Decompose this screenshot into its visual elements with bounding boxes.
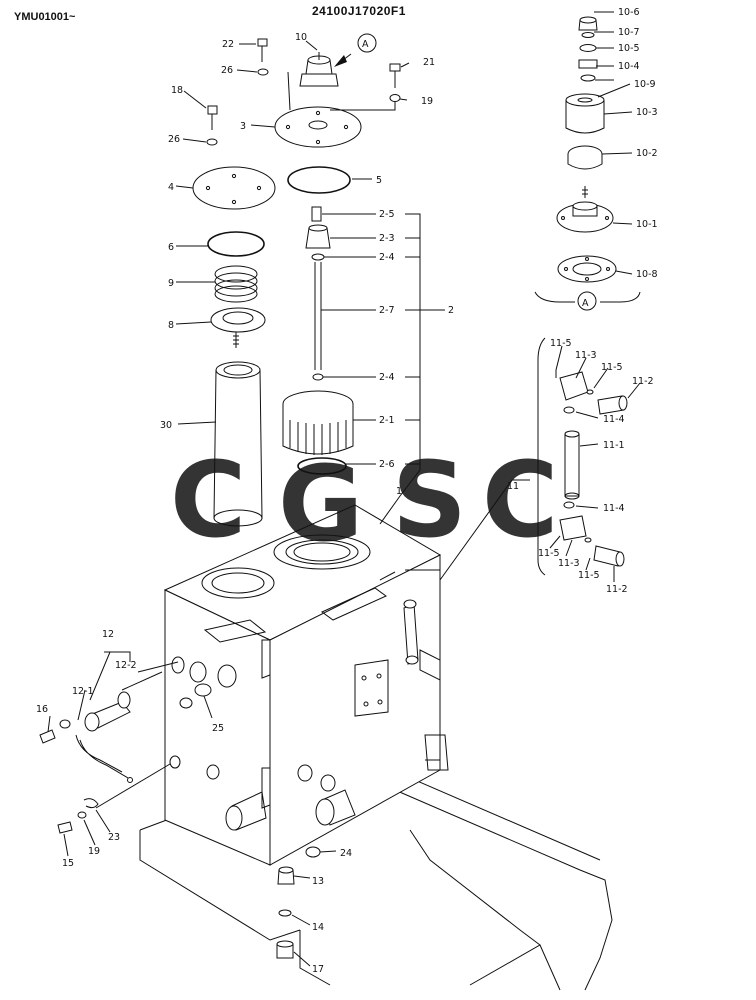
label-9: 9 bbox=[168, 278, 174, 289]
label-11-5d: 11-5 bbox=[578, 570, 600, 581]
label-10-7: 10-7 bbox=[618, 27, 640, 38]
label-11-3a: 11-3 bbox=[575, 350, 597, 361]
label-17: 17 bbox=[312, 964, 324, 975]
label-16: 16 bbox=[36, 704, 48, 715]
label-13: 13 bbox=[312, 876, 324, 887]
label-12-2: 12-2 bbox=[115, 660, 137, 671]
label-26a: 26 bbox=[221, 65, 233, 76]
label-10: 10 bbox=[295, 32, 307, 43]
label-25: 25 bbox=[212, 723, 224, 734]
label-11-4b: 11-4 bbox=[603, 503, 625, 514]
label-5: 5 bbox=[376, 175, 382, 186]
drain-plug-parts bbox=[276, 846, 321, 959]
bolt-18 bbox=[207, 105, 218, 130]
label-11-2a: 11-2 bbox=[632, 376, 654, 387]
label-12-1: 12-1 bbox=[72, 686, 94, 697]
washer-19a bbox=[389, 94, 401, 102]
watermark-letter-c1: C bbox=[170, 439, 246, 561]
label-11-1: 11-1 bbox=[603, 440, 625, 451]
washer-26a bbox=[257, 68, 269, 76]
label-23: 23 bbox=[108, 832, 120, 843]
bolt-21 bbox=[389, 63, 401, 88]
watermark: C G S C bbox=[170, 439, 558, 565]
detail-a-callout: A A bbox=[334, 33, 589, 309]
tank-sight-gauge bbox=[403, 599, 419, 665]
washer-26b bbox=[206, 138, 218, 146]
label-22: 22 bbox=[222, 39, 234, 50]
label-2-4a: 2-4 bbox=[379, 252, 395, 263]
label-10-2: 10-2 bbox=[636, 148, 658, 159]
label-2-7: 2-7 bbox=[379, 305, 395, 316]
label-12: 12 bbox=[102, 629, 114, 640]
detail-a-caption: A bbox=[582, 298, 589, 309]
clamp-23 bbox=[57, 798, 99, 834]
label-1: 1 bbox=[396, 486, 402, 497]
valve-8 bbox=[210, 307, 266, 348]
part-labels: 22 10 21 26 19 18 3 26 4 5 6 9 8 30 2-5 … bbox=[36, 7, 658, 975]
label-10-3: 10-3 bbox=[636, 107, 658, 118]
label-11-5b: 11-5 bbox=[601, 362, 623, 373]
leader-lines bbox=[47, 11, 641, 967]
label-10-4: 10-4 bbox=[618, 61, 640, 72]
label-2-4b: 2-4 bbox=[379, 372, 395, 383]
watermark-letter-c2: C bbox=[482, 439, 558, 561]
level-gauge-11 bbox=[537, 337, 628, 576]
label-10-8: 10-8 bbox=[636, 269, 658, 280]
label-2-5: 2-5 bbox=[379, 209, 395, 220]
label-21: 21 bbox=[423, 57, 435, 68]
label-8: 8 bbox=[168, 320, 174, 331]
label-11-5c: 11-5 bbox=[538, 548, 560, 559]
label-24: 24 bbox=[340, 848, 352, 859]
label-2-6: 2-6 bbox=[379, 459, 395, 470]
label-10-5: 10-5 bbox=[618, 43, 640, 54]
model-code: YMU01001~ bbox=[14, 11, 76, 23]
label-11-2b: 11-2 bbox=[606, 584, 628, 595]
label-3: 3 bbox=[240, 121, 246, 132]
label-19b: 19 bbox=[88, 846, 100, 857]
hydraulic-tank bbox=[163, 504, 449, 866]
label-10-1: 10-1 bbox=[636, 219, 658, 230]
breather-10 bbox=[299, 52, 339, 87]
label-4: 4 bbox=[168, 182, 174, 193]
detail-a-breather bbox=[534, 16, 641, 311]
watermark-letter-g: G bbox=[278, 443, 363, 565]
label-11-5a: 11-5 bbox=[550, 338, 572, 349]
label-14: 14 bbox=[312, 922, 324, 933]
cover-plate-3 bbox=[274, 106, 362, 148]
label-10-9: 10-9 bbox=[634, 79, 656, 90]
label-15: 15 bbox=[62, 858, 74, 869]
label-30: 30 bbox=[160, 420, 172, 431]
label-11-4a: 11-4 bbox=[603, 414, 625, 425]
label-11-3b: 11-3 bbox=[558, 558, 580, 569]
detail-a-label: A bbox=[362, 39, 369, 50]
oring-6 bbox=[207, 231, 265, 257]
label-11: 11 bbox=[507, 481, 519, 492]
plug-25 bbox=[179, 683, 212, 709]
filter-assembly-2 bbox=[282, 206, 354, 475]
watermark-letter-s: S bbox=[392, 439, 467, 561]
label-10-6: 10-6 bbox=[618, 7, 640, 18]
strainer-30 bbox=[213, 361, 263, 527]
bolt-22 bbox=[257, 38, 268, 62]
drawing-number: 24100J17020F1 bbox=[312, 4, 406, 18]
label-6: 6 bbox=[168, 242, 174, 253]
label-18: 18 bbox=[171, 85, 183, 96]
label-2: 2 bbox=[448, 305, 454, 316]
label-26b: 26 bbox=[168, 134, 180, 145]
spring-9 bbox=[214, 265, 258, 303]
switch-12 bbox=[39, 691, 133, 783]
plate-4 bbox=[192, 166, 276, 210]
label-2-3: 2-3 bbox=[379, 233, 395, 244]
oring-5 bbox=[287, 166, 351, 194]
label-19a: 19 bbox=[421, 96, 433, 107]
label-2-1: 2-1 bbox=[379, 415, 395, 426]
